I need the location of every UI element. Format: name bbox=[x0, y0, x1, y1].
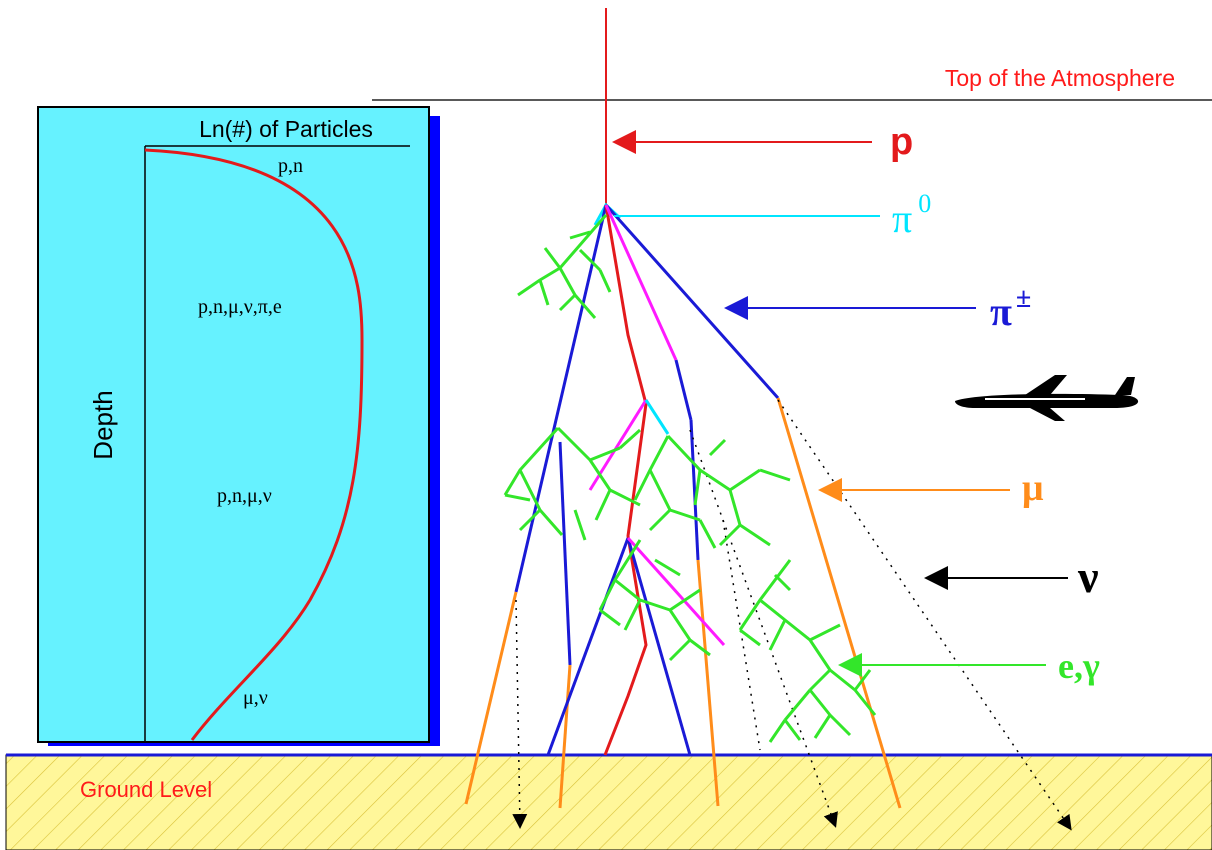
stage-label-3: p,n,μ,ν bbox=[217, 485, 272, 507]
legend-label-muon: μ bbox=[1022, 467, 1044, 509]
em-showers bbox=[503, 214, 877, 743]
stage-label-1: p,n bbox=[278, 155, 303, 177]
shower-core bbox=[464, 202, 1072, 831]
stage-label-4: μ,ν bbox=[243, 687, 268, 709]
particle-depth-panel bbox=[37, 106, 430, 743]
legend-label-neutrino: ν bbox=[1077, 551, 1099, 602]
legend-label-pipm-base: π bbox=[990, 289, 1012, 334]
panel-title: Ln(#) of Particles bbox=[199, 116, 373, 142]
stage-label-2: p,n,μ,ν,π,e bbox=[198, 296, 282, 318]
legend-label-pi0-base: π bbox=[892, 196, 912, 241]
atmosphere-top-label: Top of the Atmosphere bbox=[945, 65, 1175, 91]
ground-region bbox=[5, 754, 1212, 850]
particle-count-curve bbox=[144, 148, 364, 741]
legend-label-pipm-sup: ± bbox=[1016, 283, 1031, 314]
airplane-icon bbox=[955, 375, 1139, 421]
legend-label-electron-gamma: e,γ bbox=[1058, 646, 1100, 686]
legend-label-pipm: π± bbox=[990, 283, 1031, 334]
legend-label-proton: p bbox=[890, 121, 913, 163]
legend-label-pi0-sup: 0 bbox=[918, 189, 931, 218]
panel-axis-label: Depth bbox=[88, 390, 118, 459]
ground-label: Ground Level bbox=[80, 777, 212, 802]
